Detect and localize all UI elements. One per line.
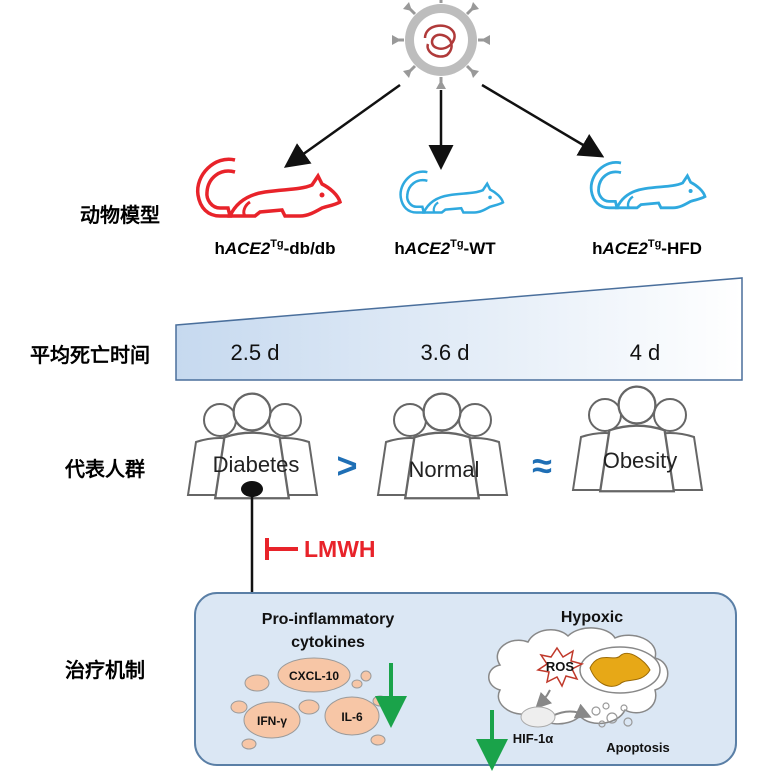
comparator-greater: > — [336, 445, 357, 486]
virus-icon — [392, 0, 490, 89]
cytokine-cxcl10 — [277, 657, 351, 693]
cytokine-ifng-label: IFN-γ — [257, 714, 287, 728]
row-label-population: 代表人群 — [64, 457, 145, 481]
hypoxia-title: Hypoxic — [561, 609, 623, 626]
model-label-dbdb: hACE2Tg-db/db — [214, 238, 335, 258]
ros-burst-icon — [536, 646, 585, 688]
arrow-hif-to-apoptosis — [551, 703, 592, 719]
connector-dot — [241, 481, 263, 497]
people-group-obesity-icon — [572, 385, 703, 493]
population-normal: Normal — [409, 457, 480, 482]
inflammation-title-2: cytokines — [291, 634, 365, 651]
hif-blob — [520, 706, 556, 728]
people-group-normal-icon — [377, 392, 508, 500]
inhibitor-label: LMWH — [304, 536, 376, 562]
ros-label: ROS — [546, 659, 575, 674]
population-obesity: Obesity — [603, 448, 678, 473]
cytokine-ifng — [243, 701, 301, 739]
model-label-wt: hACE2Tg-WT — [394, 238, 496, 258]
death-time-dbdb: 2.5 d — [231, 340, 280, 365]
death-time-wt: 3.6 d — [421, 340, 470, 365]
comparator-approx: ≈ — [532, 445, 552, 486]
arrow-to-hfd — [481, 83, 605, 158]
cytokine-cxcl10-label: CXCL-10 — [289, 669, 339, 683]
inflammation-title: Pro-inflammatory — [262, 611, 395, 628]
apoptotic-bodies-icon — [591, 702, 633, 728]
arrow-to-dbdb — [283, 83, 401, 168]
inhibition-icon — [265, 538, 298, 560]
row-label-death-time: 平均死亡时间 — [30, 343, 150, 367]
population-diabetes: Diabetes — [213, 452, 300, 477]
apoptosis-label: Apoptosis — [606, 740, 670, 755]
death-time-wedge — [175, 277, 743, 381]
mouse-blue-hfd-icon — [589, 160, 707, 210]
arrow-ros-to-hif — [535, 689, 553, 709]
death-time-hfd: 4 d — [630, 340, 661, 365]
mouse-blue-wt-icon — [399, 170, 505, 214]
mouse-red-icon — [195, 157, 342, 218]
cytokine-il6-label: IL-6 — [341, 710, 363, 724]
row-label-animal-model: 动物模型 — [80, 203, 160, 227]
row-label-mechanism: 治疗机制 — [65, 658, 145, 682]
model-label-hfd: hACE2Tg-HFD — [592, 238, 702, 258]
hif-label: HIF-1α — [513, 731, 554, 746]
mitochondrion-icon — [589, 652, 651, 687]
